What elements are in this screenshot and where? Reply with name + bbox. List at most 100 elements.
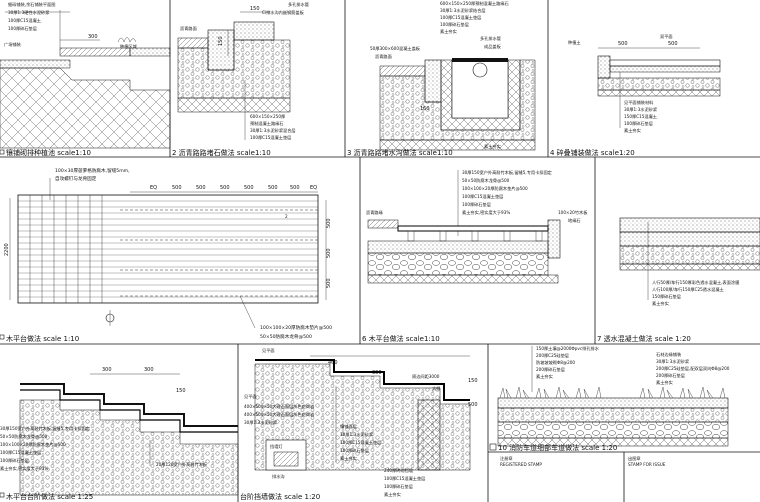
panel-4-paving: 种植土 500 500 双平面 见平面铺装材料 30厚1:3水泥砂浆 150厚C… [550,34,721,157]
p4-note-1: 见平面铺装材料 [624,99,654,106]
p3-note-top-3: 100厚C15混凝土垫层 [440,14,481,21]
p2-dim-2: 150 [218,36,224,46]
p10-note-right-5: 素土夯实 [656,379,673,386]
p2-note-top-1: 多孔排水管 [288,1,309,8]
p1-title: 镶铺砌排种植池 scale1:10 [6,148,91,157]
p2-label-road: 沥青路面 [180,25,197,32]
p6-label-curb: 地缘石 [568,217,581,224]
p1-dim: 300 [88,34,98,40]
p2-note-2: 预制混凝土路缘石 [250,120,284,127]
p9-dim-1: 460 [328,360,338,366]
p3-title: 3 沥青路路堵水沟做法 scale1:10 [347,148,453,157]
p5-dim-6: 500 [268,185,278,191]
p10-note-top-5: 素土夯实 [536,373,553,380]
p5-dim-5: 500 [244,185,254,191]
panel-10-fire-lane: 150厚土壤@2000Φpvc排孔排水 200厚C25硅垫层 防坡坡坡砌Φ8@2… [489,345,730,452]
p6-note-5: 100厚碎石垫层 [462,201,491,208]
p2-title: 2 沥青路路堵石做法 scale1:10 [172,148,271,157]
p6-note-3: 100×100×20厚防腐木垫片@500 [462,185,528,192]
p4-note-5: 素土夯实 [624,127,641,134]
p10-note-right-1: 石材边缘铺装 [656,351,682,358]
p7-note-4: 素土夯实 [652,300,669,307]
p10-title: 10 消防车道细部车道做法 scale 1:20 [498,443,617,452]
p10-note-top-2: 200厚C25硅垫层 [536,352,569,359]
p9-label-h: 周边间距3000 [412,373,440,380]
p1-note-4: 100厚碎石垫层 [8,25,37,32]
p9-note-bottom-4: 素土夯实 [384,491,401,498]
p3-label-cover: 成品盖板 [484,43,502,50]
p6-title: 6 木平台做法 scale1:10 [362,334,440,343]
stamp-b-title: 出图章 [628,455,641,462]
p9-dim-4: 500 [468,402,478,408]
p1-note-1: 细砾铺装,余石铺装平面图 [8,1,55,8]
p6-note-2: 50×50防腐木龙骨@500 [462,177,510,184]
panel-8-deck-stairs: 300 300 150 30厚150宽户外高耐竹木板,留缝5,专用卡扣固定 50… [0,367,239,501]
p9-note-mid-4: 100厚碎石垫层 [340,447,369,454]
panel-6-deck-section: 30厚150宽户外高耐竹木板,留缝5,专用卡扣固定 50×50防腐木龙骨@500… [362,169,588,343]
p4-note-2: 30厚1:3水泥砂浆 [624,106,658,113]
p9-label-top: 见平面 [262,348,275,354]
p5-dim-7: 500 [290,185,300,191]
p5-note-bottom-1: 100×100×20厚防腐木垫片@500 [260,324,332,331]
p9-note-mid-3: 100厚C15混凝土垫层 [340,439,381,446]
p5-dim-1: EQ [150,185,157,191]
p10-note-top-4: 200厚碎石垫层 [536,366,565,373]
p3-label-spec: 50厚300×600混凝土盖板 [370,45,421,52]
p8-note-bottom: 20厚120宽户外高耐竹木板 [156,461,208,468]
p6-label-road: 沥青路缘 [366,209,384,216]
p1-note-3: 100厚C15混凝土 [8,17,41,24]
p9-title: 台阶挡墙做法 scale 1:20 [240,492,320,501]
p3-label-drain: 多孔排水管 [480,35,501,42]
p8-dim-2: 300 [144,367,154,373]
p6-note-6: 素土夯实,密实度大于93% [462,209,510,216]
p2-dim-1: 150 [250,6,260,12]
p5-note-top-1: 100×30厚菠萝格防腐木,留缝5mm, [55,167,130,174]
p10-note-top-3: 防坡坡坡砌Φ8@200 [536,359,575,366]
p9-note-mid-1: 镶铺面层 [340,423,357,430]
p4-title: 4 碎叠铺装做法 scale1:20 [550,148,635,157]
p10-note-right-3: 200厚C25硅垫层,配双层双向Φ8@200 [656,365,730,372]
p3-dim: 160 [420,106,430,112]
stamp-block: 注册章 REGISTERED STAMP 出图章 STAMP FOR ISSUE [500,452,666,502]
p6-label-edge: 100×20竹木板 [558,209,588,216]
p4-dim-2: 500 [668,41,678,47]
p8-note-1: 30厚150宽户外高耐竹木板,留缝5,专用卡扣固定 [0,425,90,432]
p10-note-top-1: 150厚土壤@2000Φpvc排孔排水 [536,345,600,352]
p5-dim-side-3: 500 [326,278,332,288]
p2-note-1: 600×150×250厚 [250,114,285,120]
p8-note-5: 100厚碎石垫层 [0,457,29,464]
p9-note-left-3: 400×500×50大理石面层灰色花岗岩 [244,411,314,418]
p10-grass [499,386,726,399]
panel-7-permeable: 人行50厚/车行150厚彩色透水混凝土,表面涂膜 人行100厚/车行150厚C2… [597,217,760,343]
p2-note-top-2: Ci排水沟内嵌钢筋盖板 [262,9,305,16]
p8-note-4: 100厚C15混凝土垫层 [0,449,41,456]
p9-dim-3: 150 [468,378,478,384]
p5-note-top-2: 自攻螺钉与龙骨固定 [55,175,97,182]
p5-dim-8: EQ [310,185,317,191]
panel-1-planter-edge: 300 细砾铺装,余石铺装平面图 30厚1:3硬性水泥砂浆 100厚C15混凝土… [0,1,171,157]
p5-joists [120,209,318,297]
p9-label-inset: 排水沟 [272,473,285,480]
p1-label-plaza: 广场铺装 [4,41,22,48]
stamp-a-sub: REGISTERED STAMP [500,462,542,467]
p5-callout-a: 2 [285,214,288,219]
p4-note-4: 100厚碎石垫层 [624,120,653,127]
p7-note-3: 150厚碎石垫层 [652,293,681,300]
p8-note-6: 素土夯实,密实度大于93% [0,465,48,472]
panel-5-deck-plan: 100×30厚菠萝格防腐木,留缝5mm, 自攻螺钉与龙骨固定 EQ 500 50… [0,167,332,343]
p6-note-1: 30厚150宽户外高耐竹木板,留缝5,专用卡扣固定 [462,169,552,176]
stamp-a-title: 注册章 [500,455,513,462]
p4-note-3: 150厚C15混凝土 [624,113,657,120]
p9-note-left-1: 见平面 [244,394,257,400]
panel-2-asphalt-curb: 沥青路面 150 150 多孔排水管 Ci排水沟内嵌钢筋盖板 600×150×2… [172,1,309,157]
p7-note-2: 人行100厚/车行150厚C25透水混凝土 [652,286,724,293]
p3-note-top-1: 600×150×250厚预制混凝土路缘石 [440,0,509,7]
p9-note-bottom-3: 100厚碎石垫层 [384,483,413,490]
p4-dim-1: 500 [618,41,628,47]
p5-dim-2: 500 [172,185,182,191]
p7-title: 7 透水混凝土做法 scale 1:20 [597,334,691,343]
p9-note-left-2: 400×500×50大理石面层灰色花岗岩 [244,403,314,410]
p9-note-mid-2: 30厚1:3水泥砂浆 [340,431,374,438]
